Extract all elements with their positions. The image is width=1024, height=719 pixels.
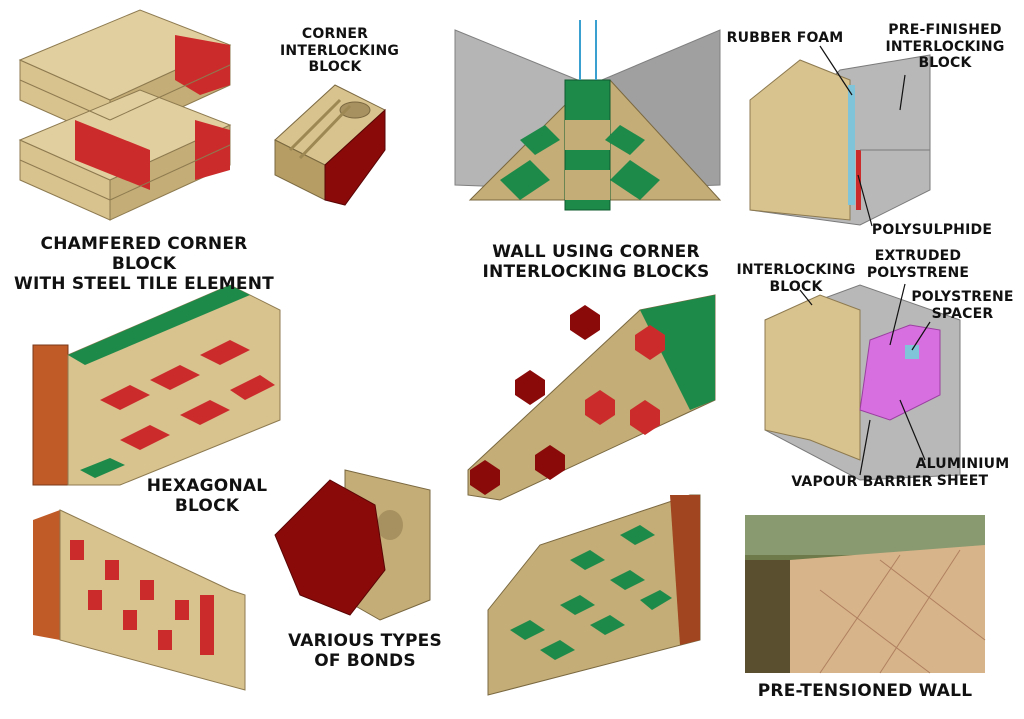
hexagonal-block-illustration: [274, 469, 431, 621]
pretensioned-wall-label: PRE-TENSIONED WALL: [757, 681, 973, 701]
corner-interlocking-block-illustration: [274, 84, 386, 206]
chamfered-corner-block-illustration: [18, 9, 232, 221]
hexagonal-wall-illustration: [467, 294, 716, 501]
corner-wall-illustration: [454, 20, 722, 211]
polysulphide-label: POLYSULPHIDE: [871, 222, 993, 238]
diagonal-wall-illustration: [487, 494, 701, 696]
rubber-foam-label: RUBBER FOAM: [726, 30, 844, 46]
bond-wall-illustration: [33, 509, 246, 691]
pretensioned-wall-photo: [745, 515, 986, 674]
vapour-barrier-label: VAPOUR BARRIER: [791, 474, 933, 490]
herringbone-wall-illustration: [32, 284, 281, 486]
prefinished-block-illustration: [749, 54, 931, 226]
